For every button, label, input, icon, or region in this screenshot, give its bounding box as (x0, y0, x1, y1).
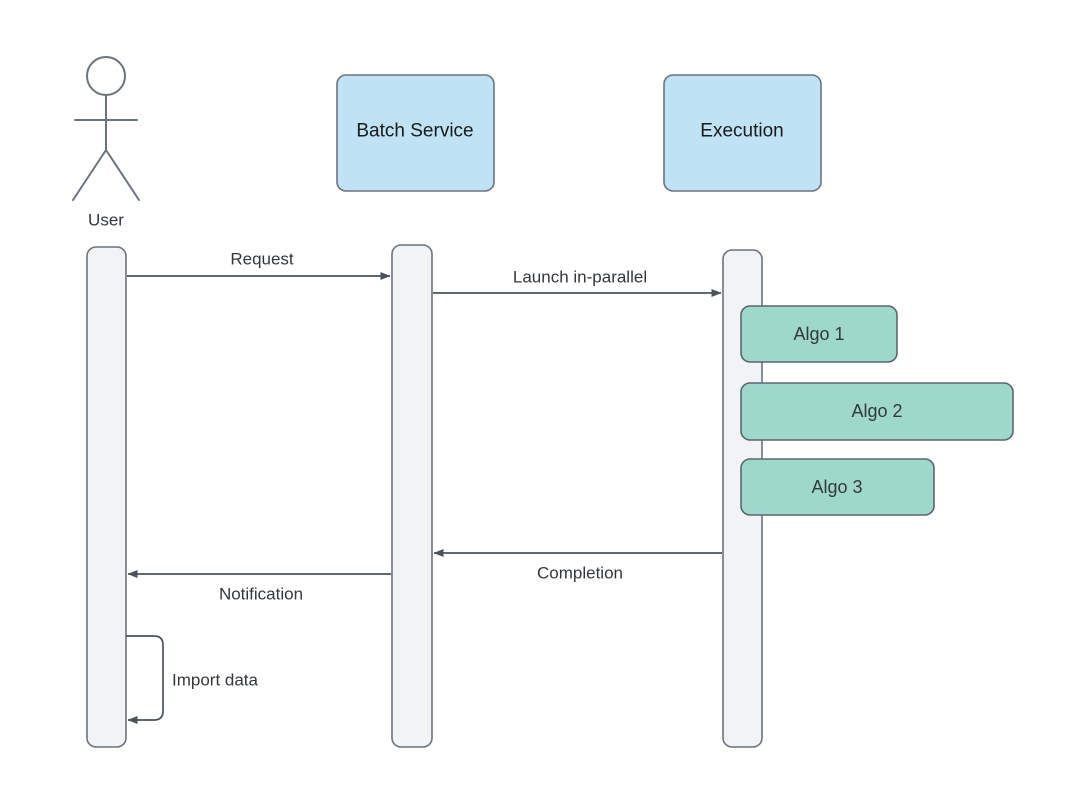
batch-service-lifeline[interactable] (391, 244, 433, 748)
task-algo-1-label: Algo 1 (793, 324, 845, 344)
batch-service-label: Batch Service (356, 120, 474, 142)
message-completion-label: Completion (537, 563, 623, 583)
user-lifeline[interactable] (86, 246, 127, 748)
actor-figures (72, 56, 140, 201)
task-boxes (740, 305, 1014, 516)
user-actor-label: User (88, 210, 124, 230)
message-import-data (126, 635, 164, 724)
message-arrows (127, 272, 722, 578)
message-launch-in-parallel-label: Launch in-parallel (512, 267, 648, 287)
task-algo-2-label: Algo 2 (851, 401, 903, 421)
participant-boxes (336, 74, 822, 192)
message-notification-label: Notification (218, 584, 304, 604)
task-algo-2[interactable] (740, 382, 1014, 441)
task-algo-3-label: Algo 3 (811, 477, 863, 497)
execution-box[interactable] (663, 74, 822, 192)
task-algo-3[interactable] (740, 458, 935, 516)
message-request-label: Request (230, 249, 294, 269)
batch-service-box[interactable] (336, 74, 495, 192)
self-message-arrows (126, 635, 164, 724)
user-actor (72, 56, 140, 201)
lifeline-activation-bars (86, 244, 763, 748)
execution-label: Execution (700, 120, 784, 142)
task-algo-1[interactable] (740, 305, 898, 363)
message-import-data-label: Import data (172, 670, 258, 690)
